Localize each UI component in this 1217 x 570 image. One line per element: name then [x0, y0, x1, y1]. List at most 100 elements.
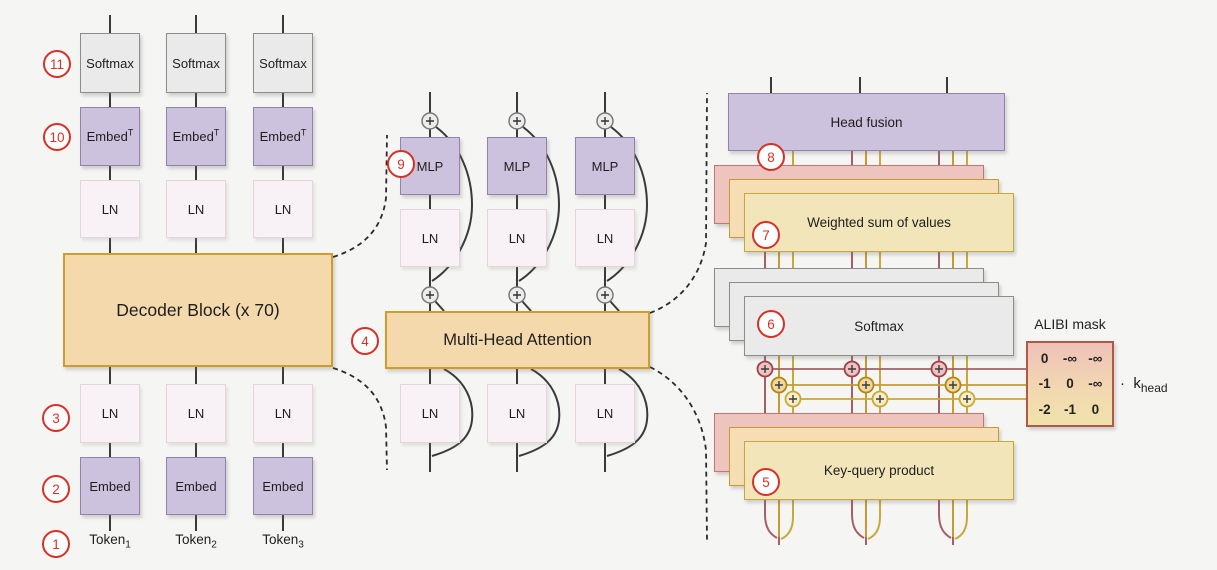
matrix-cell: -∞ — [1088, 376, 1103, 392]
residual-add-icons — [421, 112, 614, 304]
ln-label: LN — [508, 230, 526, 246]
embed-box: Embed — [253, 457, 313, 515]
attn-skip-connection — [431, 300, 474, 457]
ln-label: LN — [101, 201, 119, 217]
step-badge-8: 8 — [757, 143, 785, 171]
key-query-box: Key-query product — [744, 441, 1014, 500]
mask-add-icons — [756, 360, 976, 408]
k-head-factor: · khead — [1120, 375, 1168, 395]
mlp-label: MLP — [416, 158, 444, 174]
alibi-wires — [765, 368, 1026, 400]
step-badge-3: 3 — [42, 404, 70, 432]
token-label: Token3 — [262, 532, 304, 551]
step-badge-7: 7 — [752, 221, 780, 249]
embed-transpose-label: EmbedT — [172, 127, 220, 144]
matrix-cell: -1 — [1063, 401, 1076, 417]
plus-icon — [596, 112, 614, 130]
layernorm-box: LN — [487, 384, 547, 443]
ln-label: LN — [101, 406, 119, 421]
matrix-cell: -1 — [1038, 376, 1051, 392]
ln-label: LN — [508, 406, 526, 421]
decoder-block-label: Decoder Block (x 70) — [116, 299, 280, 320]
matrix-cell: -∞ — [1088, 351, 1103, 367]
embed-box: Embed — [80, 457, 140, 515]
zoom-dashed-curves — [332, 92, 708, 541]
ln-label: LN — [596, 406, 614, 421]
dot-operator: · — [1120, 375, 1125, 392]
token-label: Token2 — [175, 532, 217, 551]
alibi-mask-matrix: 0 -∞ -∞ -1 0 -∞ -2 -1 0 — [1026, 341, 1114, 427]
mha-label: Multi-Head Attention — [443, 330, 592, 349]
softmax-box: Softmax — [80, 33, 140, 93]
plus-icon — [508, 112, 526, 130]
layernorm-box: LN — [400, 384, 460, 443]
softmax-box: Softmax — [253, 33, 313, 93]
embed-label: Embed — [262, 478, 304, 494]
embed-transpose-box: EmbedT — [80, 107, 140, 166]
softmax-label: Softmax — [172, 55, 220, 71]
plus-icon-yellow — [784, 390, 976, 408]
step-badge-11: 11 — [43, 50, 71, 78]
ln-label: LN — [274, 201, 292, 217]
softmax-stack-label: Softmax — [854, 318, 904, 334]
head-fusion-box: Head fusion — [728, 93, 1005, 151]
matrix-cell: -∞ — [1062, 351, 1078, 367]
step-badge-2: 2 — [42, 475, 70, 503]
plus-icon — [421, 286, 439, 304]
attn-skip-connection — [518, 300, 561, 457]
ln-label: LN — [596, 230, 614, 246]
matrix-cell: 0 — [1091, 401, 1100, 417]
multi-head-attention-box: Multi-Head Attention — [385, 311, 650, 369]
mlp-box: MLP — [487, 137, 547, 195]
layernorm-box: LN — [487, 209, 547, 267]
ln-label: LN — [274, 406, 292, 421]
head-fusion-stubs — [770, 77, 948, 93]
softmax-box: Softmax — [166, 33, 226, 93]
embed-transpose-box: EmbedT — [166, 107, 226, 166]
layernorm-box: LN — [253, 384, 313, 443]
matrix-cell: 0 — [1040, 351, 1049, 367]
matrix-cell: 0 — [1066, 376, 1074, 392]
head-fusion-label: Head fusion — [830, 114, 903, 130]
mlp-box: MLP — [575, 137, 635, 195]
ln-label: LN — [421, 406, 439, 421]
plus-icon — [421, 112, 439, 130]
step-badge-10: 10 — [43, 123, 71, 151]
alibi-mask-title: ALIBI mask — [1034, 316, 1106, 332]
embed-transpose-box: EmbedT — [253, 107, 313, 166]
embed-label: Embed — [89, 478, 131, 494]
plus-icon-gold — [770, 376, 962, 394]
plus-icon-red — [756, 360, 948, 378]
step-badge-5: 5 — [752, 468, 780, 496]
layernorm-box: LN — [166, 180, 226, 238]
ln-label: LN — [421, 230, 439, 246]
layernorm-box: LN — [80, 180, 140, 238]
ln-label: LN — [187, 201, 205, 217]
left-column-wires — [109, 15, 284, 531]
qk-merge-wires — [764, 500, 968, 545]
token-label: Token1 — [89, 532, 131, 551]
layernorm-box: LN — [166, 384, 226, 443]
step-badge-9: 9 — [387, 150, 415, 178]
step-badge-4: 4 — [351, 327, 379, 355]
softmax-label: Softmax — [259, 55, 307, 71]
layernorm-box: LN — [400, 209, 460, 267]
plus-icon — [508, 286, 526, 304]
step-badge-6: 6 — [757, 310, 785, 338]
embed-label: Embed — [175, 478, 217, 494]
softmax-stack-box: Softmax — [744, 296, 1014, 356]
layernorm-box: LN — [80, 384, 140, 443]
ln-label: LN — [187, 406, 205, 421]
layernorm-box: LN — [575, 384, 635, 443]
step-badge-1: 1 — [42, 530, 70, 558]
middle-column-wires — [429, 92, 649, 472]
weighted-sum-label: Weighted sum of values — [807, 215, 951, 230]
decoder-block-box: Decoder Block (x 70) — [63, 253, 333, 367]
matrix-cell: -2 — [1038, 401, 1051, 417]
plus-icon — [596, 286, 614, 304]
key-query-label: Key-query product — [823, 463, 935, 478]
embed-transpose-label: EmbedT — [259, 127, 307, 144]
k-symbol: k — [1133, 375, 1141, 392]
layernorm-box: LN — [253, 180, 313, 238]
